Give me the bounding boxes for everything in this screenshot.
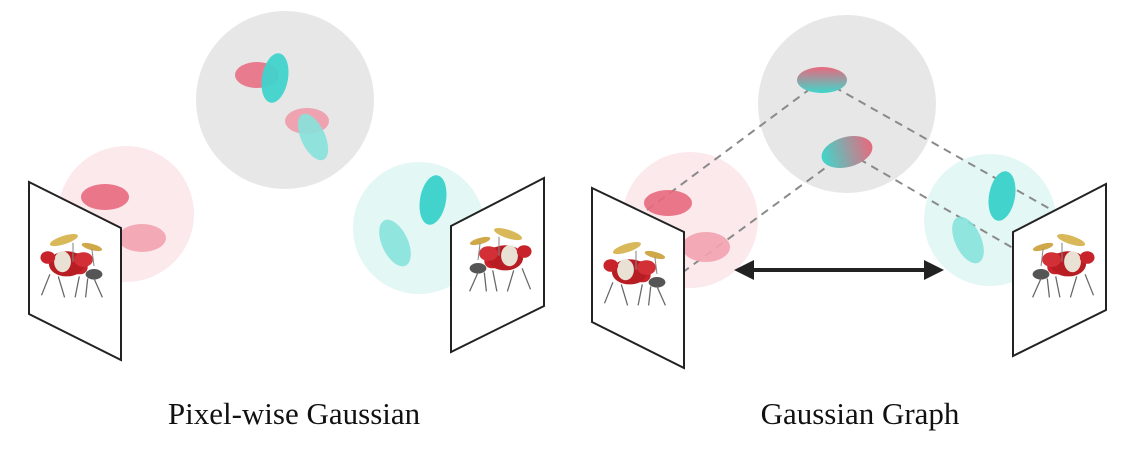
left-image-frame-1 <box>28 180 122 362</box>
right-teal-gaussian-1 <box>988 171 1016 221</box>
left-gray-teal-gaussian-2 <box>297 113 329 161</box>
left-gray-teal-gaussian-1 <box>261 53 289 103</box>
left-gray-sphere <box>196 11 374 189</box>
right-teal-gaussian-2 <box>952 216 984 264</box>
right-image-frame-2 <box>1012 182 1107 358</box>
correspondence-lines <box>611 79 1067 287</box>
right-pink-gaussian-2 <box>682 232 730 262</box>
right-graph-gaussian-top <box>797 67 847 93</box>
right-pink-gaussian-1 <box>644 190 692 216</box>
left-pink-gaussian-2 <box>118 224 166 252</box>
right-panel <box>591 15 1107 370</box>
left-panel-caption: Pixel-wise Gaussian <box>167 396 421 431</box>
right-gray-sphere <box>758 15 936 193</box>
left-image-frame-2 <box>450 176 545 354</box>
left-pink-gaussian-1 <box>81 184 129 210</box>
left-teal-gaussian-2 <box>379 219 411 267</box>
left-teal-gaussian-1 <box>419 175 447 225</box>
left-panel <box>28 11 545 362</box>
right-image-frame-1 <box>591 186 685 370</box>
right-graph-gaussian-mid <box>821 136 873 168</box>
right-panel-caption: Gaussian Graph <box>760 396 960 431</box>
